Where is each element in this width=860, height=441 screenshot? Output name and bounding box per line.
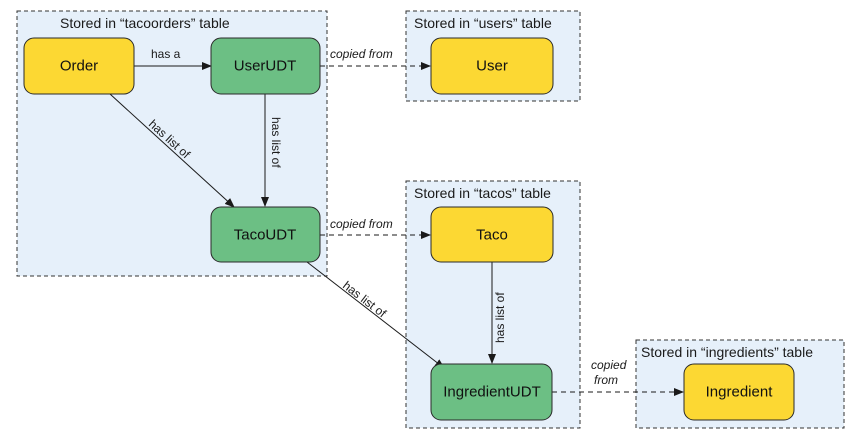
node-user-label: User: [476, 58, 508, 75]
node-ingredient[interactable]: Ingredient: [683, 363, 795, 421]
edge-label-copied-from-user: copied from: [330, 47, 393, 61]
node-useruDT-box: [210, 37, 321, 95]
node-user[interactable]: User: [430, 37, 554, 95]
node-tacoudt-label: TacoUDT: [234, 227, 297, 244]
edge-label-user-taco-has-list-of: has list of: [269, 117, 283, 168]
edge-label-copied-from-taco: copied from: [330, 217, 393, 231]
edge-order-tacoudt: [109, 93, 235, 208]
edge-tacoudt-ingredientudt: [306, 261, 445, 369]
node-user-box: [430, 37, 554, 95]
node-ingredient-label: Ingredient: [706, 384, 774, 401]
edge-label-taco-ingredient-has-list-of: has list of: [340, 278, 389, 320]
edge-label-tacos-ingredient-has-list-of: has list of: [493, 292, 507, 343]
edge-label-has-a: has a: [151, 47, 181, 61]
node-taco-box: [430, 206, 554, 263]
node-tacoudt-box: [210, 206, 321, 263]
group-users-title: Stored in “users” table: [414, 15, 552, 31]
node-useruDT-label: UserUDT: [234, 58, 297, 75]
node-ingredientudt-box: [430, 363, 553, 421]
node-taco[interactable]: Taco: [430, 206, 554, 263]
node-tacoudt[interactable]: TacoUDT: [210, 206, 321, 263]
node-useruDT[interactable]: UserUDT: [210, 37, 321, 95]
group-tacoorders-title: Stored in “tacoorders” table: [60, 15, 230, 31]
node-taco-label: Taco: [476, 227, 508, 244]
node-ingredient-box: [683, 363, 795, 421]
node-order[interactable]: Order: [23, 37, 135, 95]
edge-label-from: from: [594, 373, 618, 387]
group-ingredients-title: Stored in “ingredients” table: [641, 344, 813, 360]
node-ingredientudt[interactable]: IngredientUDT: [430, 363, 553, 421]
node-order-box: [23, 37, 135, 95]
node-order-label: Order: [60, 58, 98, 75]
node-ingredientudt-label: IngredientUDT: [443, 384, 541, 401]
group-tacos-title: Stored in “tacos” table: [414, 185, 551, 201]
edge-label-copied: copied: [591, 358, 627, 372]
